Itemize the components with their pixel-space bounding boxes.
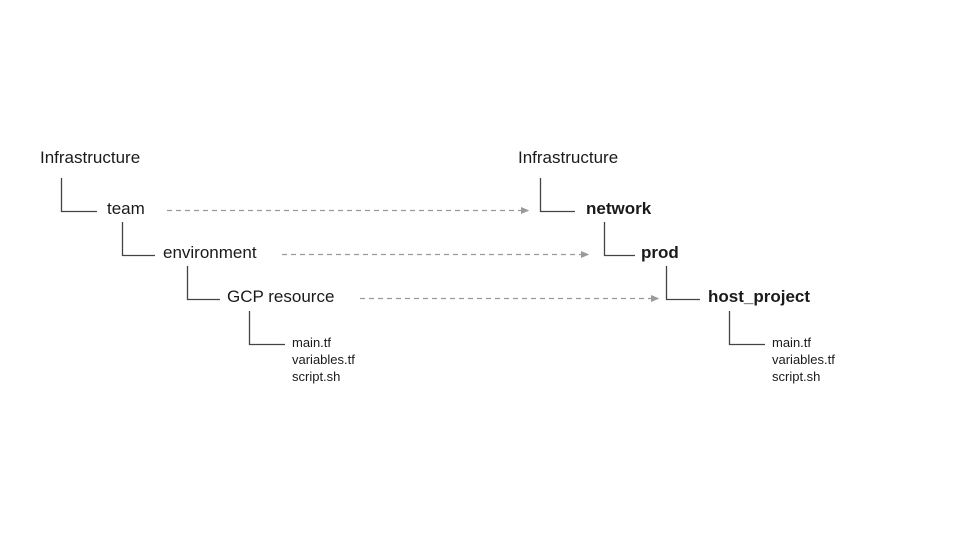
right-file-list: main.tf variables.tf script.sh — [772, 334, 835, 385]
right-node-host-project: host_project — [708, 287, 811, 306]
left-file-list: main.tf variables.tf script.sh — [292, 334, 355, 385]
right-file-item-variables: variables.tf — [772, 352, 835, 367]
right-file-item-main: main.tf — [772, 335, 812, 350]
left-root-label: Infrastructure — [40, 148, 141, 167]
right-node-prod: prod — [641, 243, 679, 262]
left-file-item-script: script.sh — [292, 369, 341, 384]
right-node-network: network — [586, 199, 652, 218]
left-file-item-variables: variables.tf — [292, 352, 355, 367]
right-root-label: Infrastructure — [518, 148, 619, 167]
right-file-item-script: script.sh — [772, 369, 821, 384]
left-file-item-main: main.tf — [292, 335, 332, 350]
left-node-gcp-resource: GCP resource — [227, 287, 335, 306]
left-node-environment: environment — [163, 243, 257, 262]
left-node-team: team — [107, 199, 145, 218]
